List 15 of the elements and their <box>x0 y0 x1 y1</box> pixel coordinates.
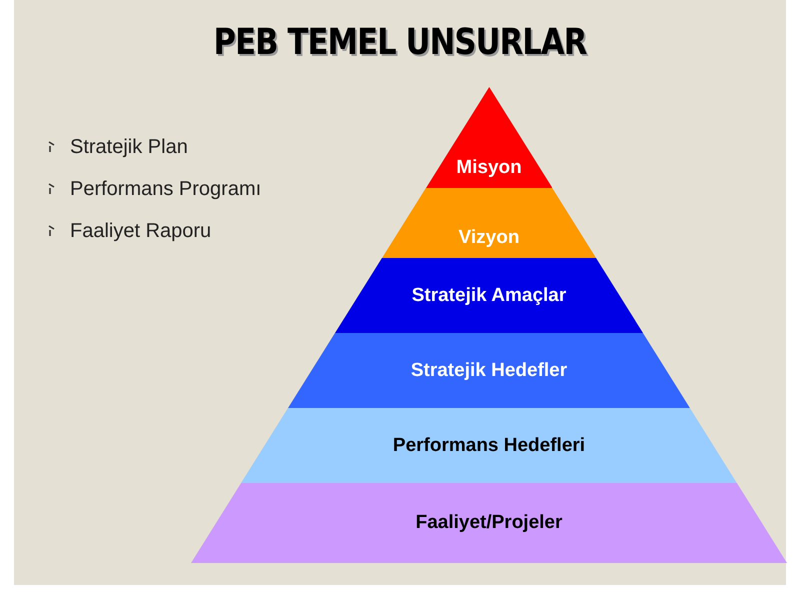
bullet-text: Stratejik Plan <box>70 136 188 158</box>
pyramid-level <box>426 87 552 188</box>
bullet-text: Faaliyet Raporu <box>70 220 212 242</box>
pyramid-level <box>382 188 596 258</box>
level-label: Vizyon <box>458 227 520 249</box>
title: PEB TEMEL UNSURLAR <box>212 22 588 63</box>
level-label: Stratejik Hedefler <box>410 360 568 382</box>
pyramid-level <box>288 333 690 408</box>
level-label: Misyon <box>456 156 522 178</box>
level-label: Stratejik Amaçlar <box>412 284 566 306</box>
pyramid-level <box>334 258 643 333</box>
pyramid-level <box>191 483 787 563</box>
level-label: Performans Hedefleri <box>392 434 586 456</box>
level-label: Faaliyet/Projeler <box>416 512 562 534</box>
bullet-text: Performans Programı <box>70 178 262 200</box>
